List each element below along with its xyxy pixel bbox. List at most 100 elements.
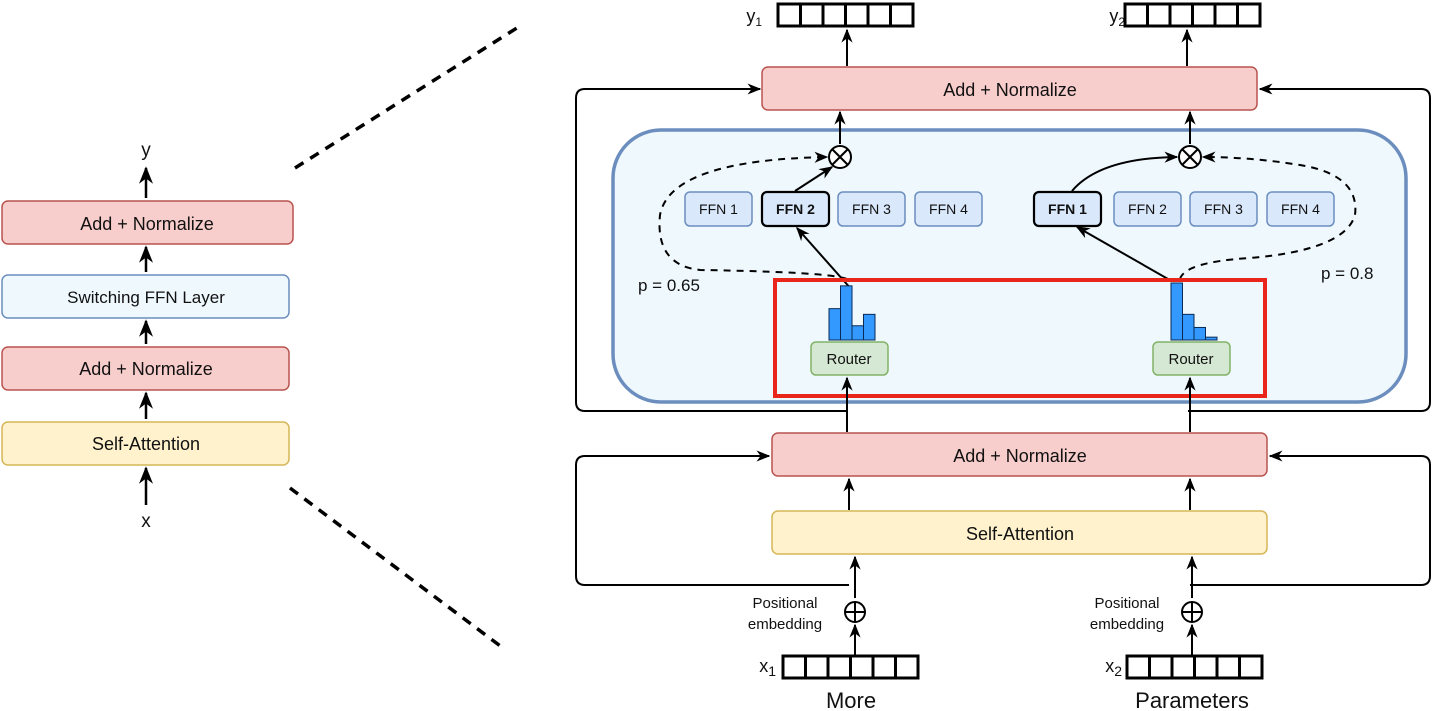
input-word-1: More: [826, 688, 876, 711]
vector-cell: [894, 654, 920, 680]
expert-box: [837, 191, 906, 227]
vector-cell: [1213, 2, 1239, 28]
overview-add-normalize-bottom: [1, 346, 290, 391]
vector-cell: [871, 654, 897, 680]
expert-label: FFN 1: [1048, 201, 1087, 217]
positional-embedding-label-1: Positional: [752, 595, 817, 612]
vector-cell: [1168, 2, 1194, 28]
overview-output-label: y: [141, 140, 151, 161]
expert-box: [760, 190, 831, 228]
overview-self-attention: [1, 421, 290, 466]
zoom-guide-bottom: [288, 486, 505, 650]
router-2: [1152, 341, 1231, 376]
multiply-node-2: [1178, 145, 1202, 169]
block-label: Add + Normalize: [79, 359, 213, 379]
route-arrow-2: [1075, 226, 1169, 280]
expert-label: FFN 3: [1204, 201, 1243, 217]
add-normalize-bottom: [771, 432, 1268, 477]
router-histogram-1: [828, 285, 876, 341]
vector-cell: [799, 2, 825, 28]
expert-label: FFN 2: [776, 201, 815, 217]
expert-label: FFN 3: [852, 201, 891, 217]
router-highlight-box: [773, 278, 1267, 398]
positional-add-node-2: [1181, 601, 1203, 623]
expert-label: FFN 4: [1281, 201, 1320, 217]
vector-cell: [781, 654, 807, 680]
output-1-label: y1: [746, 6, 762, 29]
vector-cell: [804, 654, 830, 680]
vector-cell: [866, 2, 892, 28]
block-label: Self-Attention: [92, 434, 200, 454]
positional-add-node-1: [844, 601, 866, 623]
input-1-label: x1: [759, 656, 776, 679]
vector-cell: [1191, 2, 1217, 28]
vector-cell: [821, 2, 847, 28]
vector-cell: [1146, 2, 1172, 28]
output-2-label: y2: [1109, 6, 1125, 29]
block-label: Switching FFN Layer: [67, 288, 225, 307]
residual-connection-left-top: [575, 88, 847, 412]
expert-group-1: FFN 1 FFN 2 FFN 3 FFN 4: [684, 190, 983, 228]
router-1-label: Router: [826, 351, 871, 368]
vector-cell: [826, 654, 852, 680]
input-word-2: Parameters: [1135, 688, 1249, 711]
vector-cell: [1125, 654, 1151, 680]
vector-cell: [776, 2, 802, 28]
vector-cell: [1148, 654, 1174, 680]
probability-label-2: p = 0.8: [1321, 264, 1373, 283]
vector-cell: [1193, 654, 1219, 680]
expert-box: [1266, 191, 1335, 227]
zoom-guide-top: [294, 24, 521, 170]
expert-output-arrow-1: [794, 166, 834, 192]
vector-cell: [889, 2, 915, 28]
expert-box: [1189, 191, 1258, 227]
expert-output-arrow-2: [1071, 151, 1179, 192]
overview-input-label: x: [141, 511, 151, 532]
router-prob-bar: [1182, 313, 1195, 341]
positional-embedding-label-2: Positional: [1094, 595, 1159, 612]
add-normalize-top-label: Add + Normalize: [943, 80, 1077, 100]
vector-cell: [1170, 654, 1196, 680]
router-prob-bar: [1193, 326, 1206, 341]
vector-cell: [849, 654, 875, 680]
expert-label: FFN 4: [929, 201, 968, 217]
expert-box: [914, 191, 983, 227]
expert-box: [1032, 190, 1103, 228]
overview-switching-ffn-layer: [1, 274, 290, 319]
router-1: [810, 341, 889, 376]
overview-add-normalize-top: [1, 200, 294, 245]
router-2-label: Router: [1168, 351, 1213, 368]
expert-box: [684, 191, 753, 227]
self-attention-label: Self-Attention: [966, 524, 1074, 544]
positional-embedding-label-2b: embedding: [1090, 616, 1164, 633]
router-prob-bar: [840, 285, 853, 341]
add-normalize-top: [761, 66, 1258, 111]
positional-embedding-label-1b: embedding: [748, 616, 822, 633]
input-token-vector-1: [781, 654, 920, 680]
probability-label-1: p = 0.65: [638, 276, 700, 295]
block-label: Add + Normalize: [80, 214, 214, 234]
residual-connection-left-bottom: [575, 450, 849, 586]
expert-label: FFN 1: [699, 201, 738, 217]
residual-connection-right-top: [1188, 83, 1431, 412]
output-token-vector-2: [1123, 2, 1262, 28]
output-token-vector-1: [776, 2, 915, 28]
switching-ffn-layer-container: [611, 128, 1408, 404]
gate-probability-path-1: [658, 151, 848, 280]
router-prob-bar: [863, 313, 876, 341]
vector-cell: [1238, 654, 1264, 680]
router-prob-bar: [851, 325, 864, 341]
multiply-node-1: [828, 145, 852, 169]
router-histogram-2: [1170, 282, 1218, 341]
input-2-label: x2: [1105, 656, 1122, 679]
router-prob-bar: [828, 308, 841, 341]
router-prob-bar: [1170, 282, 1183, 341]
add-normalize-bottom-label: Add + Normalize: [953, 446, 1087, 466]
expert-group-2: FFN 1 FFN 2 FFN 3 FFN 4: [1032, 190, 1335, 228]
overview-stack: y Add + Normalize Switching FFN Layer Ad…: [1, 140, 294, 532]
expert-label: FFN 2: [1128, 201, 1167, 217]
self-attention: [771, 510, 1268, 555]
router-prob-bar: [1205, 336, 1218, 341]
